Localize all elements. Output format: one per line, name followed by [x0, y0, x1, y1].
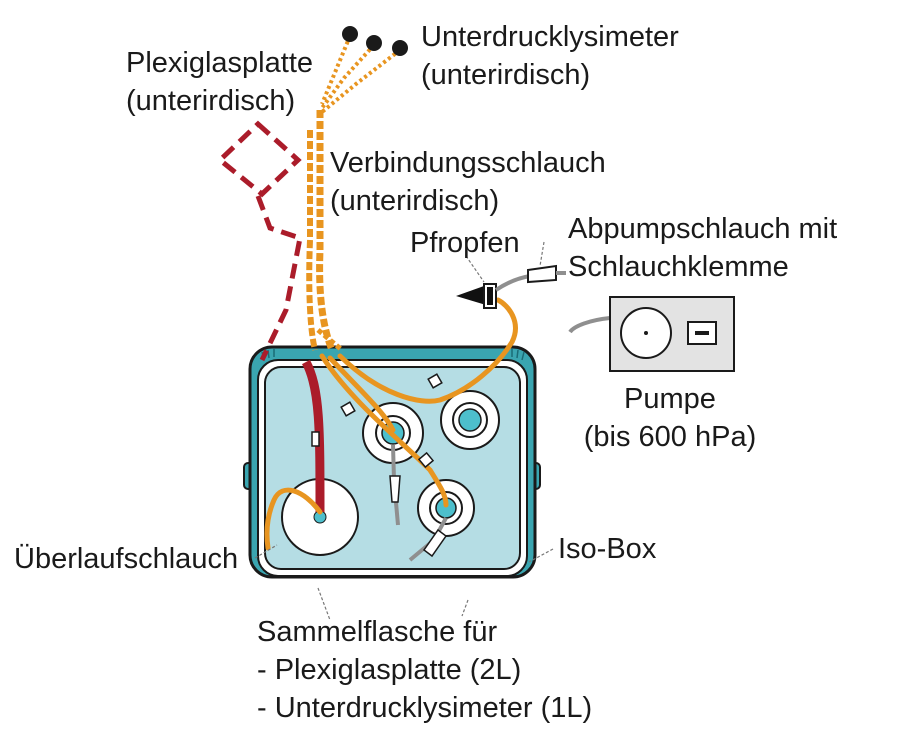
label-abpump-line2: Schlauchklemme: [568, 251, 789, 283]
connection-hoses-underground: [306, 35, 402, 352]
label-unterdruck-line1: Unterdrucklysimeter: [421, 21, 679, 53]
red-overflow-tube: [301, 359, 325, 513]
pump: [568, 296, 735, 372]
label-plexi-line1: Plexiglasplatte: [126, 47, 313, 79]
label-abpump-line1: Abpumpschlauch mit: [568, 213, 837, 245]
label-sammel-line3: - Unterdrucklysimeter (1L): [257, 692, 592, 724]
label-verbindung-line2: (unterirdisch): [330, 185, 499, 217]
grey-tubes-box: [389, 444, 448, 562]
plexiglas-plate: [216, 120, 303, 362]
lysimeter-head-1: [342, 26, 358, 42]
label-ueberlauf: Überlaufschlauch: [14, 543, 238, 575]
label-pumpe-line1: Pumpe: [624, 383, 716, 415]
leader-lines: [254, 241, 554, 621]
lysimeter-head-3: [392, 40, 408, 56]
label-plexi-line2: (unterirdisch): [126, 85, 295, 117]
label-pfropfen: Pfropfen: [410, 227, 520, 259]
pump-hose-with-clamp: [494, 264, 566, 292]
tube-tags: [311, 373, 443, 469]
text-labels: Unterdrucklysimeter (unterirdisch) Plexi…: [14, 21, 837, 724]
label-sammel-line2: - Plexiglasplatte (2L): [257, 654, 521, 686]
label-unterdruck-line2: (unterirdisch): [421, 59, 590, 91]
bottle-lysimeter-2: [440, 390, 500, 450]
bottle-lysimeter-3: [417, 479, 475, 537]
label-verbindung-line1: Verbindungsschlauch: [330, 147, 606, 179]
pfropfen-plug: [456, 283, 497, 309]
label-pumpe-line2: (bis 600 hPa): [584, 421, 757, 453]
label-sammel-line1: Sammelflasche für: [257, 616, 497, 648]
lysimeter-head-2: [366, 35, 382, 51]
label-isobox: Iso-Box: [558, 533, 657, 565]
